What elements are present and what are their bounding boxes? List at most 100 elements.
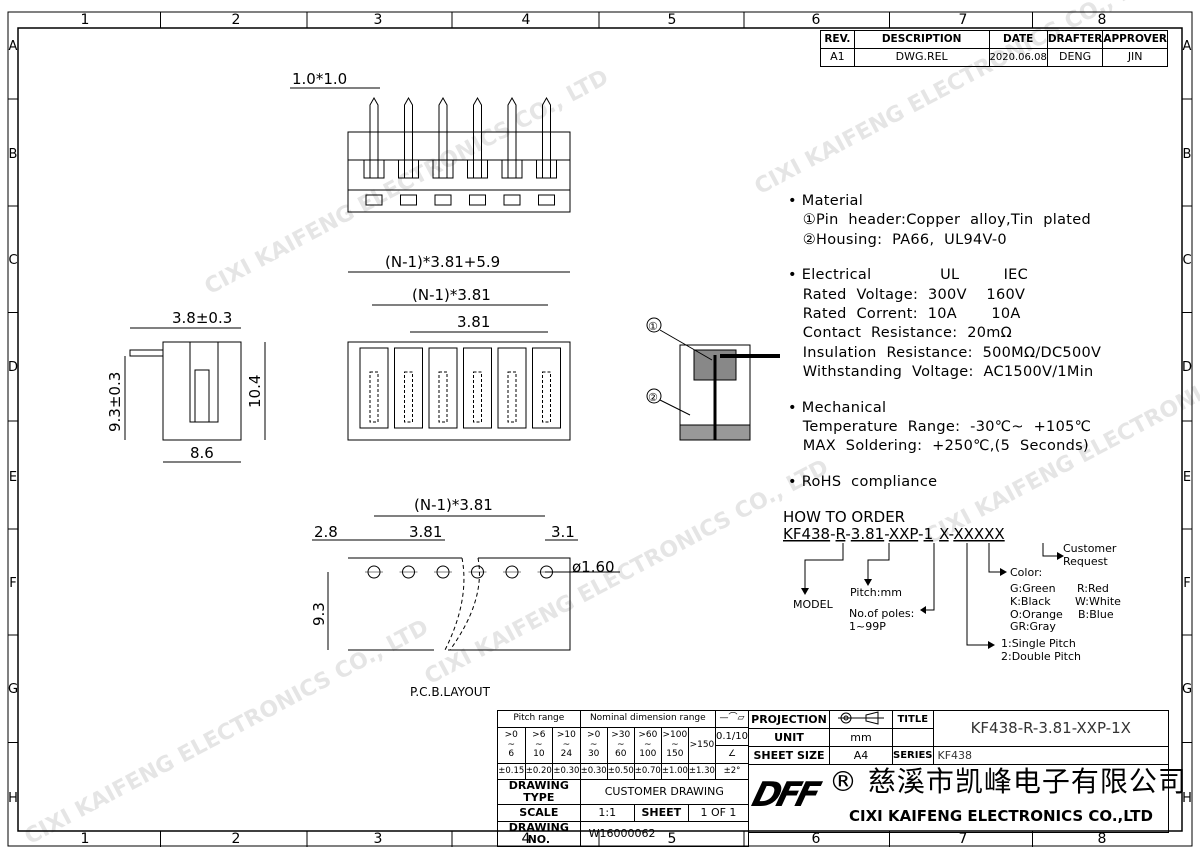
drawing-type-label: DRAWING TYPE	[497, 778, 581, 806]
revision-table: REV. DESCRIPTION DATE DRAFTER APPROVER A…	[820, 30, 1168, 67]
company-name-en: CIXI KAIFENG ELECTRONICS CO.,LTD	[849, 807, 1153, 826]
row-label: H	[8, 791, 18, 806]
slot	[428, 347, 458, 429]
row-label: A	[1183, 39, 1192, 54]
range-max: 10	[533, 749, 545, 760]
color-gray: GR:Gray	[1010, 620, 1056, 633]
drafter-value: DENG	[1046, 48, 1104, 67]
row-label: G	[8, 682, 18, 697]
series-value: KF438	[932, 746, 1169, 766]
pin	[404, 96, 413, 178]
section-view: ① ②	[646, 317, 780, 441]
column-label: 2	[232, 12, 241, 28]
pin-slot	[536, 159, 557, 179]
callout-1: ①	[648, 320, 658, 333]
tolerance-value: ±1.00	[660, 763, 689, 780]
scale-label: SCALE	[497, 804, 581, 823]
pin	[542, 371, 551, 423]
column-label: 6	[812, 12, 821, 28]
pitch-col: >0~6	[497, 727, 526, 764]
color-white: W:White	[1075, 595, 1121, 608]
row-label: F	[9, 576, 16, 591]
pin-slot	[501, 159, 523, 179]
row-label: D	[8, 360, 18, 375]
nominal-col: >100~150	[660, 727, 689, 764]
company-block: DFF ® 慈溪市凯峰电子有限公司 CIXI KAIFENG ELECTRONI…	[748, 764, 1186, 834]
nominal-col: >60~100	[633, 727, 662, 764]
range-min: >0	[587, 729, 601, 740]
table-row: A1 DWG.REL 2020.06.08 DENG JIN	[820, 48, 1168, 67]
drawing-no-value: W16000062	[579, 821, 750, 848]
company-name-cn: ® 慈溪市凯峰电子有限公司	[829, 765, 1187, 799]
approver-header: APPROVER	[1102, 30, 1168, 49]
range-max: 30	[587, 749, 600, 760]
row-label: A	[9, 39, 18, 54]
tolerance-row: ±0.15±0.20±0.30±0.30±0.50±0.70±1.00±1.30…	[497, 763, 750, 780]
pin	[507, 96, 517, 178]
row-label: E	[1183, 470, 1191, 485]
specifications: • Material ①Pin header:Copper alloy,Tin …	[788, 192, 1101, 492]
range-min: >0	[504, 729, 518, 740]
form-symbols: —⌒▱	[714, 710, 750, 728]
title-value: KF438-R-3.81-XXP-1X	[932, 709, 1169, 748]
pcb-hole-dim: ø1.60	[572, 558, 615, 576]
customer-label: Customer	[1063, 542, 1117, 555]
row-label: H	[1182, 791, 1192, 806]
spec-line: • Material	[788, 193, 864, 209]
angle-icon: ∠	[714, 745, 750, 764]
pin-slot	[469, 194, 486, 206]
spec-line: • Mechanical	[788, 399, 887, 416]
scale-value: 1:1	[579, 804, 635, 823]
spec-line: ②Housing: PA66, UL94V-0	[788, 231, 1007, 248]
approver-value: JIN	[1102, 48, 1168, 67]
side-width-dim: 3.8±0.3	[172, 309, 232, 327]
column-label: 7	[959, 831, 968, 847]
pin-slot	[365, 194, 383, 206]
how-to-order-title: HOW TO ORDER	[783, 508, 905, 526]
column-label: 3	[374, 831, 383, 847]
color-red: R:Red	[1077, 582, 1109, 595]
rev-value: A1	[820, 48, 855, 67]
row-label: E	[9, 470, 17, 485]
pin	[438, 96, 448, 178]
tolerance-value: ±0.70	[633, 763, 662, 780]
row-label: G	[1182, 682, 1192, 697]
row-label: F	[1183, 576, 1190, 591]
color-green: G:Green	[1010, 582, 1056, 595]
callout-2: ②	[648, 391, 658, 404]
tolerance-value: ±2°	[714, 763, 750, 780]
front-view: (N-1)*3.81+5.9 (N-1)*3.81 3.81	[347, 253, 571, 441]
range-max: 6	[508, 749, 515, 760]
side-height-dim: 9.3±0.3	[106, 372, 124, 432]
spec-line: MAX Soldering: +250℃,(5 Seconds)	[788, 438, 1089, 455]
overall-dim: (N-1)*3.81+5.9	[385, 253, 500, 271]
pcb-right-dim: 3.1	[551, 523, 575, 541]
model-label: MODEL	[793, 598, 834, 611]
pcb-layout-label: P.C.B.LAYOUT	[410, 685, 491, 699]
sheet-size-value: A4	[829, 746, 893, 766]
range-min: >30	[611, 729, 631, 740]
pcb-pitch-dim: 3.81	[409, 523, 442, 541]
pitch-col: >6~10	[524, 727, 554, 764]
side-height2-dim: 10.4	[246, 375, 264, 408]
range-min: >100	[662, 729, 688, 740]
column-label: 2	[232, 831, 241, 847]
spec-line: Withstanding Voltage: AC1500V/1Min	[788, 364, 1094, 381]
column-label: 4	[522, 12, 531, 28]
spec-line: ①Pin header:Copper alloy,Tin plated	[788, 212, 1091, 229]
column-label: 1	[81, 831, 90, 847]
side-view: 3.8±0.3 9.3±0.3 10.4 8.6	[106, 309, 266, 463]
top-view: 1.0*1.0	[290, 70, 571, 213]
color-blue: B:Blue	[1078, 608, 1114, 621]
projection-symbol-icon	[829, 709, 893, 730]
pin	[542, 96, 551, 178]
date-value: 2020.06.08	[988, 48, 1048, 67]
pin	[404, 371, 413, 423]
tolerance-value: ±0.50	[606, 763, 635, 780]
spec-line: Contact Resistance: 20mΩ	[788, 325, 1013, 342]
title-info-table: PROJECTION TITLE KF438-R-3.81-XXP-1X UNI…	[748, 709, 1186, 834]
nominal-col: >0~30	[579, 727, 608, 764]
range-max: 24	[560, 749, 573, 760]
date-header: DATE	[988, 30, 1048, 49]
